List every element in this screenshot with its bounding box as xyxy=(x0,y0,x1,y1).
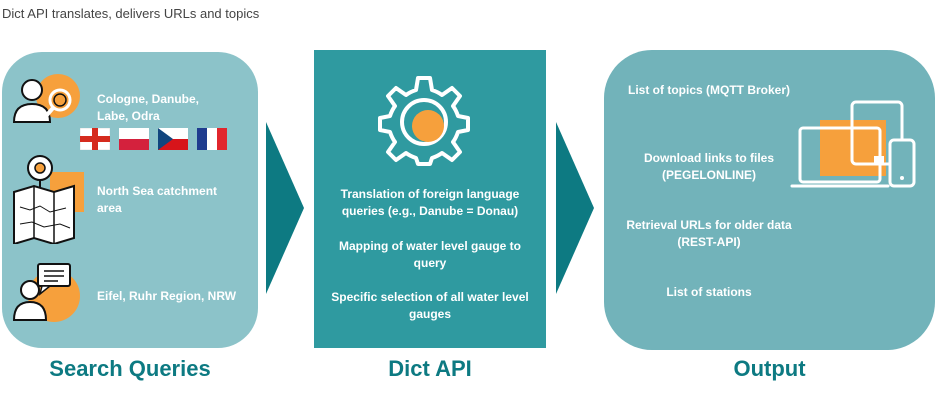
output-item: List of stations xyxy=(666,285,752,299)
output-panel xyxy=(604,50,935,350)
diagram-caption: Dict API translates, delivers URLs and t… xyxy=(2,6,260,21)
dict-api-item: Translation of foreign language queries … xyxy=(340,187,520,218)
query-item-text: Cologne, Danube, Labe, Odra xyxy=(97,92,199,123)
output-item: Download links to files (PEGELONLINE) xyxy=(643,151,774,182)
person-speech-icon xyxy=(12,263,80,322)
gear-icon xyxy=(378,76,470,166)
dict-api-item: Specific selection of all water level ga… xyxy=(331,290,529,321)
poland-flag-icon xyxy=(119,128,149,150)
england-flag-icon xyxy=(80,128,110,150)
dict-api-item: Mapping of water level gauge to query xyxy=(338,239,522,270)
output-item: Retrieval URLs for older data (REST-API) xyxy=(626,218,792,249)
person-magnifier-icon xyxy=(12,74,80,123)
dict-api-title: Dict API xyxy=(388,356,472,381)
output-title: Output xyxy=(733,356,806,381)
devices-icon xyxy=(790,100,916,188)
czech-flag-icon xyxy=(158,128,188,150)
flow-arrow-icon xyxy=(556,122,594,294)
flow-arrow-icon xyxy=(266,122,304,294)
query-item-text: North Sea catchment area xyxy=(97,184,218,215)
france-flag-icon xyxy=(197,128,227,150)
output-item: List of topics (MQTT Broker) xyxy=(628,83,790,97)
search-queries-title: Search Queries xyxy=(49,356,211,381)
query-item-text: Eifel, Ruhr Region, NRW xyxy=(97,289,237,303)
map-pin-icon xyxy=(13,155,84,244)
